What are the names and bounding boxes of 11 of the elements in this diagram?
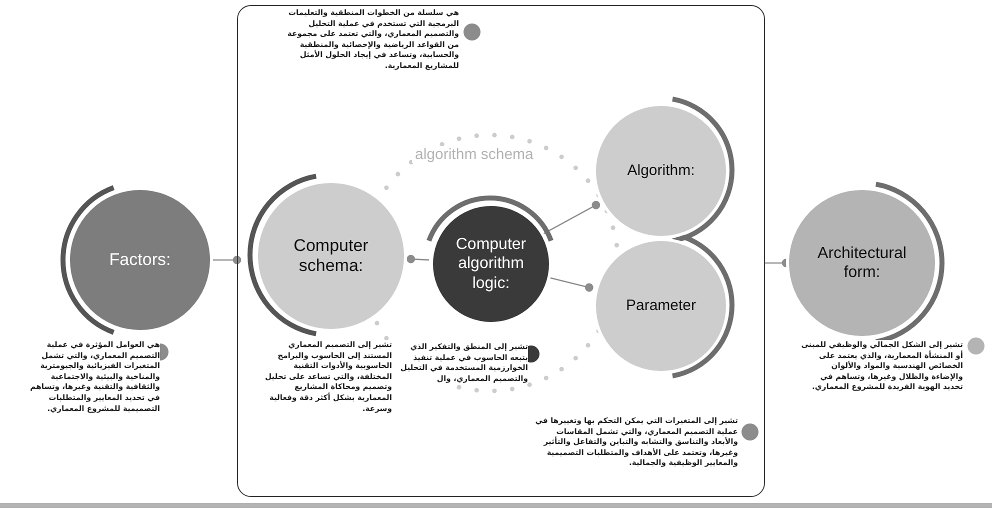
connector xyxy=(543,200,600,234)
circle-node: Computer schema: xyxy=(255,180,407,332)
connector xyxy=(406,254,430,264)
dark-circle: Computer algorithm logic: xyxy=(430,203,552,325)
connector xyxy=(213,256,242,264)
connector xyxy=(549,277,594,292)
circle-label: algorithm schema xyxy=(412,146,536,163)
circle-node: Factors: xyxy=(67,187,213,333)
circle-node: Parameter xyxy=(593,238,729,374)
circle-node: Architectural form: xyxy=(786,187,938,339)
circle-node: Algorithm: xyxy=(593,103,729,239)
